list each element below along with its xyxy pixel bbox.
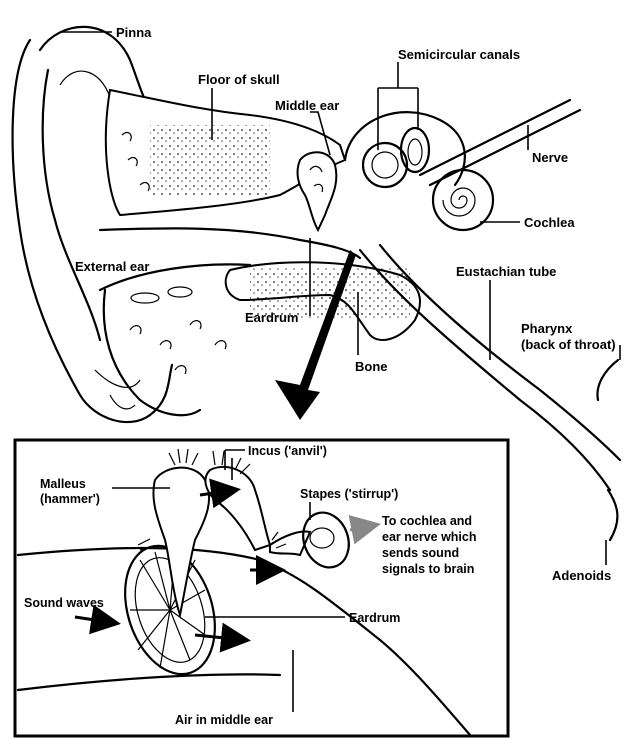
label-cochlea: Cochlea: [524, 215, 575, 230]
label-cochlea-note-4: signals to brain: [382, 562, 474, 576]
label-eardrum-inset: Eardrum: [349, 611, 400, 625]
label-cochlea-note-2: ear nerve which: [382, 530, 477, 544]
label-semicircular-canals: Semicircular canals: [398, 47, 520, 62]
label-malleus-2: (hammer'): [40, 492, 100, 506]
label-cochlea-note-1: To cochlea and: [382, 514, 472, 528]
label-pharynx-2: (back of throat): [521, 337, 616, 352]
label-cochlea-note-3: sends sound: [382, 546, 459, 560]
label-adenoids: Adenoids: [552, 568, 611, 583]
pinna-outline: [13, 27, 172, 422]
label-air-in-middle-ear: Air in middle ear: [175, 713, 273, 727]
label-floor-of-skull: Floor of skull: [198, 72, 280, 87]
label-malleus-1: Malleus: [40, 477, 86, 491]
label-nerve: Nerve: [532, 150, 568, 165]
label-external-ear: External ear: [75, 259, 149, 274]
label-bone: Bone: [355, 359, 388, 374]
inset-box: [15, 440, 508, 736]
nerve-shape: [420, 100, 580, 185]
label-pinna: Pinna: [116, 25, 152, 40]
label-pharynx-1: Pharynx: [521, 321, 573, 336]
pharynx-shape: [597, 360, 618, 540]
label-eardrum-top: Eardrum: [245, 310, 298, 325]
label-sound-waves: Sound waves: [24, 596, 104, 610]
middle-ear-ossicles: [298, 152, 337, 230]
label-eustachian-tube: Eustachian tube: [456, 264, 556, 279]
label-middle-ear: Middle ear: [275, 98, 339, 113]
label-stapes: Stapes ('stirrup'): [300, 487, 398, 501]
label-incus: Incus ('anvil'): [248, 444, 327, 458]
